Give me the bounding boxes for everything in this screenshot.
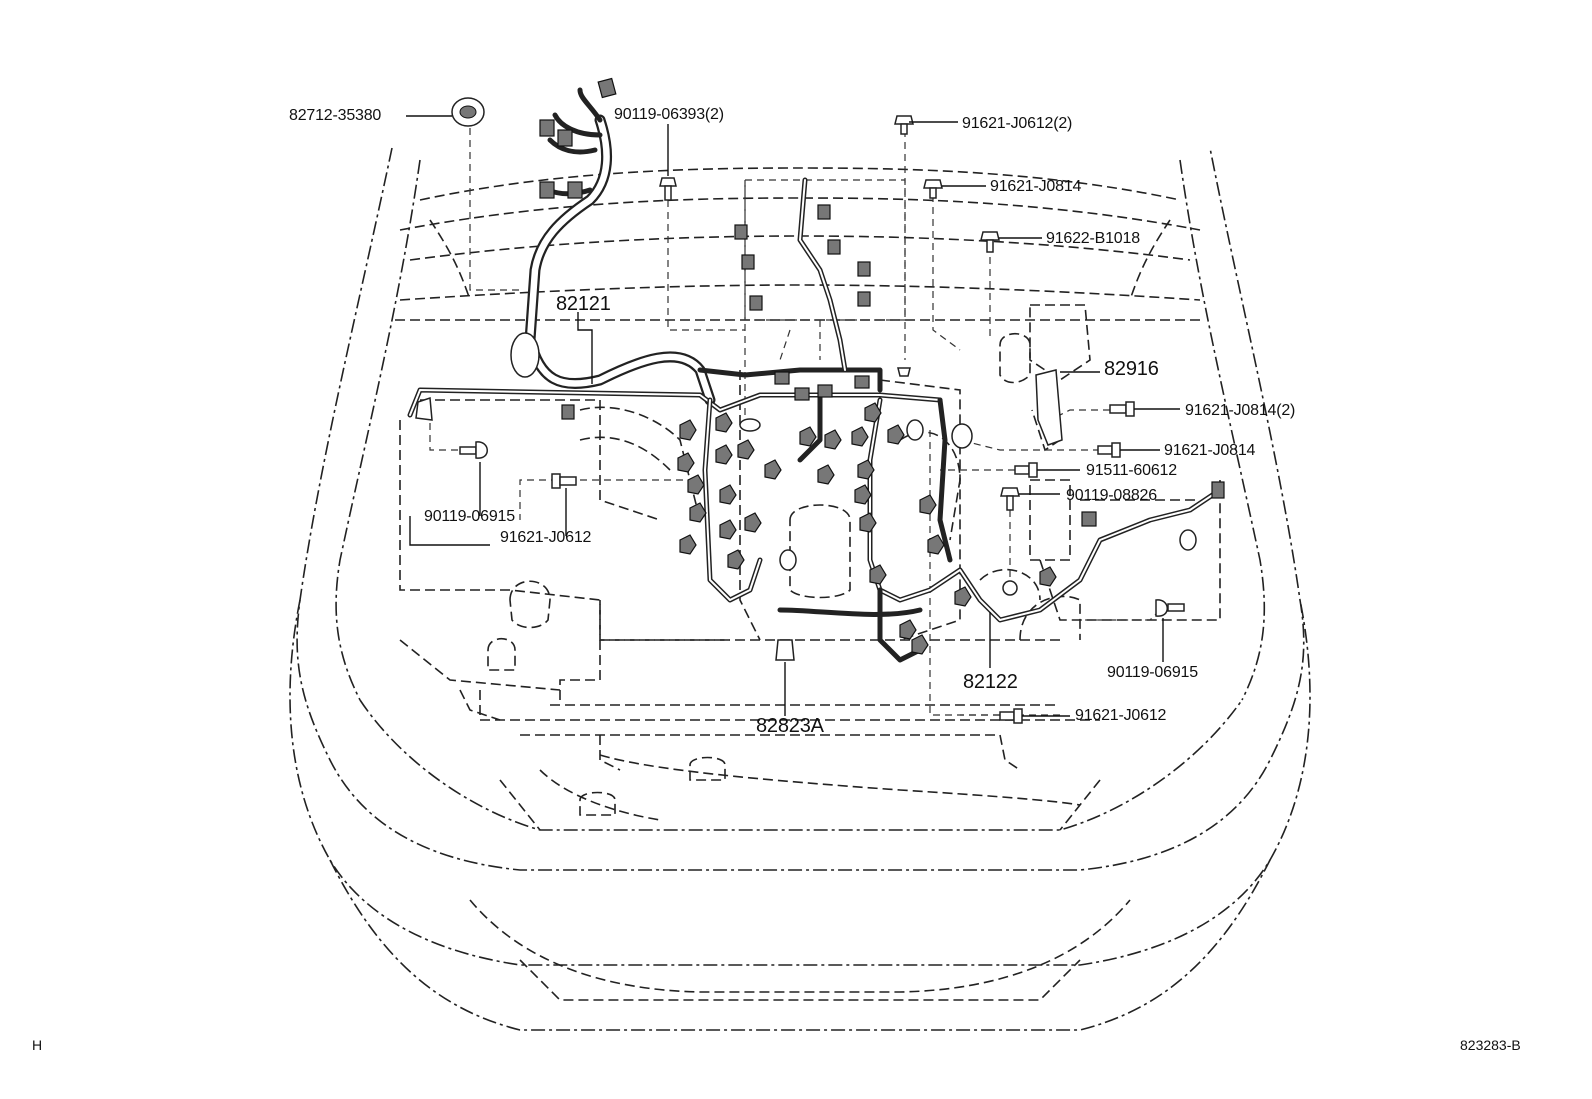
clip-center [897, 367, 911, 377]
bolt-90119-06393 [659, 177, 677, 201]
label-90119-06915-right: 90119-06915 [1107, 664, 1198, 681]
bolt-90119-08826 [1000, 487, 1020, 511]
bolt-91621-J0612-bottom [999, 708, 1023, 724]
label-91622-B1018: 91622-B1018 [1046, 230, 1140, 247]
bracket-82916 [1035, 369, 1063, 446]
section-code: H [32, 1037, 43, 1053]
clip-82823A [775, 639, 795, 661]
label-91621-J0814-2: 91621-J0814(2) [1185, 402, 1296, 419]
assembly-group-frames [429, 128, 1161, 716]
bolt-91621-J0814-top [923, 179, 943, 199]
label-82916: 82916 [1104, 358, 1159, 380]
bolt-90119-06915-right [1155, 599, 1185, 617]
harness-connectors [539, 77, 1225, 655]
label-91621-J0612-left: 91621-J0612 [500, 529, 592, 546]
wire-harness-82122 [407, 177, 1223, 663]
wire-harness-82121 [510, 87, 716, 406]
bolt-91621-J0814-mid [1097, 442, 1121, 458]
label-82122: 82122 [963, 671, 1018, 693]
label-91511-60612: 91511-60612 [1086, 462, 1177, 479]
bolt-91511-60612 [1014, 462, 1038, 478]
vehicle-body-outline [289, 147, 1311, 1031]
label-82823A: 82823A [756, 715, 824, 737]
label-91621-J0814-mid: 91621-J0814 [1164, 442, 1256, 459]
bolt-91621-J0612-left [551, 473, 577, 489]
diagram-code: 823283-B [1460, 1037, 1521, 1053]
bolt-90119-06915-left [459, 441, 488, 459]
part-82712-35380 [451, 97, 485, 127]
bolt-91622-B1018 [980, 231, 1000, 253]
label-82712-35380: 82712-35380 [289, 107, 382, 124]
label-91621-J0612-2: 91621-J0612(2) [962, 115, 1073, 132]
bolts-and-clips [415, 97, 1185, 724]
label-82121: 82121 [556, 293, 611, 315]
harness-end-clip [415, 396, 433, 421]
engine-compartment-components [399, 304, 1221, 821]
bolt-91621-J0612-top [894, 115, 914, 135]
label-91621-J0612-bottom: 91621-J0612 [1075, 707, 1167, 724]
label-91621-J0814-top: 91621-J0814 [990, 178, 1082, 195]
label-90119-06393: 90119-06393(2) [614, 106, 724, 123]
leader-lines [406, 115, 1180, 717]
bolt-91621-J0814-2 [1109, 401, 1135, 417]
label-90119-08826: 90119-08826 [1066, 487, 1157, 504]
label-90119-06915-left: 90119-06915 [424, 508, 515, 525]
grommet [510, 332, 540, 378]
